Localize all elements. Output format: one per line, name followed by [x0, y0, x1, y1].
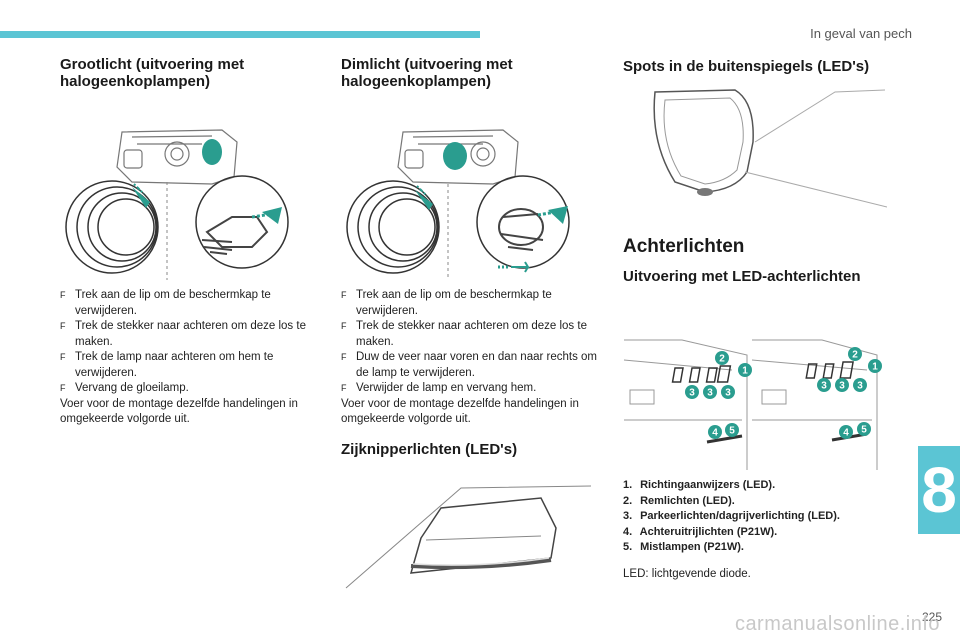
reassembly-note: Voer voor de montage dezelfde handelinge…	[60, 397, 298, 426]
chapter-tab: 8	[918, 446, 960, 534]
led-footnote: LED: lichtgevende diode.	[623, 568, 751, 580]
section-title-mirror-spots: Spots in de buitenspiegels (LED's)	[623, 58, 870, 75]
column-high-beam: Grootlicht (uitvoering met halogeenkopla…	[60, 56, 322, 90]
rear-callout-label: 2	[852, 350, 858, 361]
rear-lamps-illustration: 2 1 3 3 3 4 5 2 1 3 3 3 4 5	[623, 339, 882, 470]
rear-callout-label: 4	[712, 428, 718, 439]
rear-lamps-heading-wrap: Achterlichten	[623, 236, 903, 258]
page-number: 225	[921, 610, 942, 624]
running-header: In geval van pech	[810, 26, 912, 41]
rear-callout-label: 3	[689, 388, 695, 399]
step-item: Trek de stekker naar achteren om deze lo…	[341, 319, 603, 350]
section-title-side-indicators: Zijknipperlichten (LED's)	[341, 441, 518, 458]
rear-callout-label: 3	[839, 381, 845, 392]
column-rear-lamps: Spots in de buitenspiegels (LED's)	[623, 58, 903, 75]
reassembly-note: Voer voor de montage dezelfde handelinge…	[341, 397, 579, 426]
side-indicator-illustration	[345, 485, 592, 589]
mirror-spot-illustration	[653, 89, 887, 208]
section-title-led-rear-lamps: Uitvoering met LED-achterlichten	[623, 268, 861, 285]
rear-lamps-legend: 1. Richtingaanwijzers (LED). 2. Remlicht…	[623, 478, 903, 556]
led-rear-heading-wrap: Uitvoering met LED-achterlichten	[623, 268, 903, 285]
step-item: Verwijder de lamp en vervang hem.	[341, 381, 603, 397]
high-beam-illustration	[65, 129, 289, 280]
rear-callout-label: 5	[729, 426, 735, 437]
legend-item: 1. Richtingaanwijzers (LED).	[623, 479, 776, 491]
low-beam-instructions: Trek aan de lip om de beschermkap te ver…	[341, 288, 603, 428]
chapter-heading-rear-lamps: Achterlichten	[623, 236, 745, 257]
column-low-beam: Dimlicht (uitvoering met halogeenkoplamp…	[341, 56, 603, 90]
legend-item: 5. Mistlampen (P21W).	[623, 541, 744, 553]
legend-item: 3. Parkeerlichten/dagrijverlichting (LED…	[623, 510, 840, 522]
step-item: Trek de stekker naar achteren om deze lo…	[60, 319, 322, 350]
step-item: Trek aan de lip om de beschermkap te ver…	[341, 288, 603, 319]
legend-item: 2. Remlichten (LED).	[623, 494, 735, 507]
low-beam-illustration	[346, 129, 570, 280]
step-item: Trek de lamp naar achteren om hem te ver…	[60, 350, 322, 381]
high-beam-instructions: Trek aan de lip om de beschermkap te ver…	[60, 288, 322, 428]
rear-callout-label: 3	[857, 381, 863, 392]
step-item: Duw de veer naar voren en dan naar recht…	[341, 350, 603, 381]
watermark: carmanualsonline.info	[734, 613, 940, 635]
led-footnote-wrap: LED: lichtgevende diode.	[623, 567, 903, 583]
rear-callout-label: 4	[843, 428, 849, 439]
header-accent-bar	[0, 31, 480, 38]
section-title-low-beam: Dimlicht (uitvoering met halogeenkoplamp…	[341, 56, 513, 90]
rear-callout-label: 5	[861, 425, 867, 436]
step-item: Vervang de gloeilamp.	[60, 381, 322, 397]
rear-callout-label: 1	[742, 366, 748, 377]
rear-callout-label: 2	[719, 354, 725, 365]
rear-callout-label: 1	[872, 362, 878, 373]
side-indicator-heading-wrap: Zijknipperlichten (LED's)	[341, 441, 603, 458]
rear-callout-label: 3	[725, 388, 731, 399]
section-title-high-beam: Grootlicht (uitvoering met halogeenkopla…	[60, 56, 245, 90]
rear-callout-label: 3	[707, 388, 713, 399]
step-item: Trek aan de lip om de beschermkap te ver…	[60, 288, 322, 319]
legend-item: 4. Achteruitrijlichten (P21W).	[623, 525, 778, 538]
rear-callout-label: 3	[821, 381, 827, 392]
